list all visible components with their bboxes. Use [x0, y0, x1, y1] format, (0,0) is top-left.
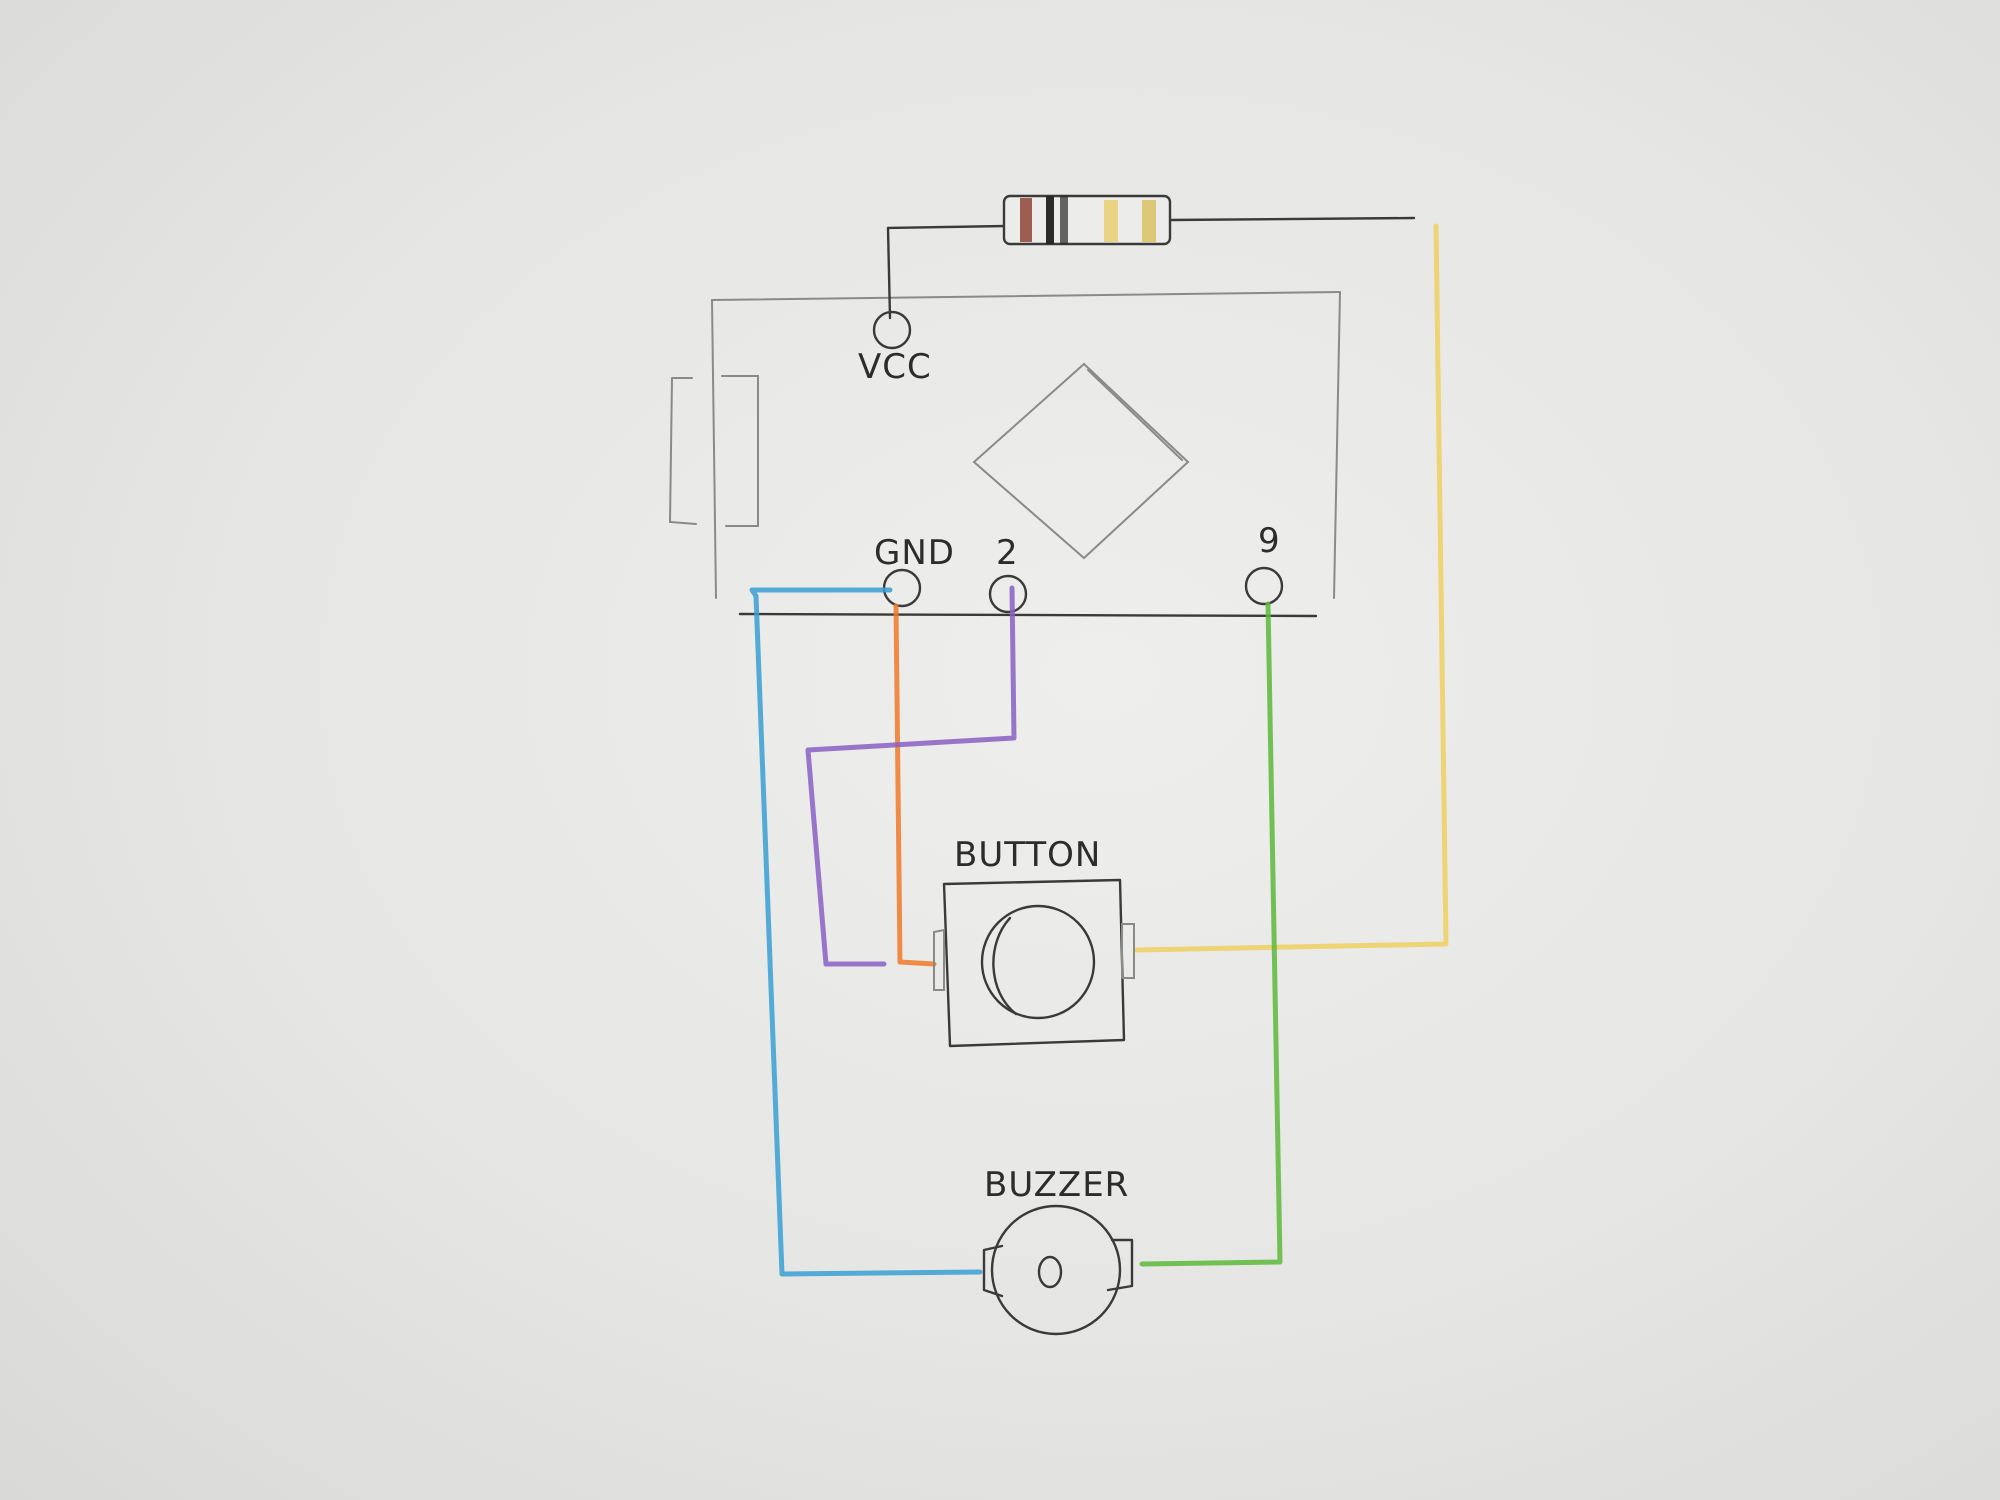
- resistor-band-4: [1142, 200, 1156, 242]
- push-button-icon: [933, 878, 1135, 1048]
- pin-9-pad: [1244, 566, 1284, 606]
- resistor-band-2: [1046, 196, 1054, 244]
- microcontroller-board-icon: [668, 291, 1341, 618]
- pin-2-pad: [988, 574, 1028, 614]
- pin-2-label: 2: [996, 533, 1019, 573]
- resistor-band-3: [1104, 200, 1118, 242]
- vcc-pin-pad: [872, 310, 912, 350]
- purple-wire: [805, 585, 1017, 967]
- blue-wire: [749, 587, 983, 1277]
- vcc-label: VCC: [858, 347, 932, 387]
- gnd-label: GND: [874, 533, 955, 573]
- green-wire: [1139, 601, 1283, 1267]
- resistor-band-1: [1020, 198, 1032, 242]
- yellow-wire: [1133, 223, 1449, 953]
- pin-9-label: 9: [1258, 521, 1281, 561]
- orange-wire: [893, 603, 937, 967]
- buzzer-label: BUZZER: [984, 1165, 1129, 1205]
- button-label: BUTTON: [954, 835, 1101, 875]
- resistor-icon: [886, 194, 1416, 320]
- buzzer-icon: [982, 1204, 1134, 1336]
